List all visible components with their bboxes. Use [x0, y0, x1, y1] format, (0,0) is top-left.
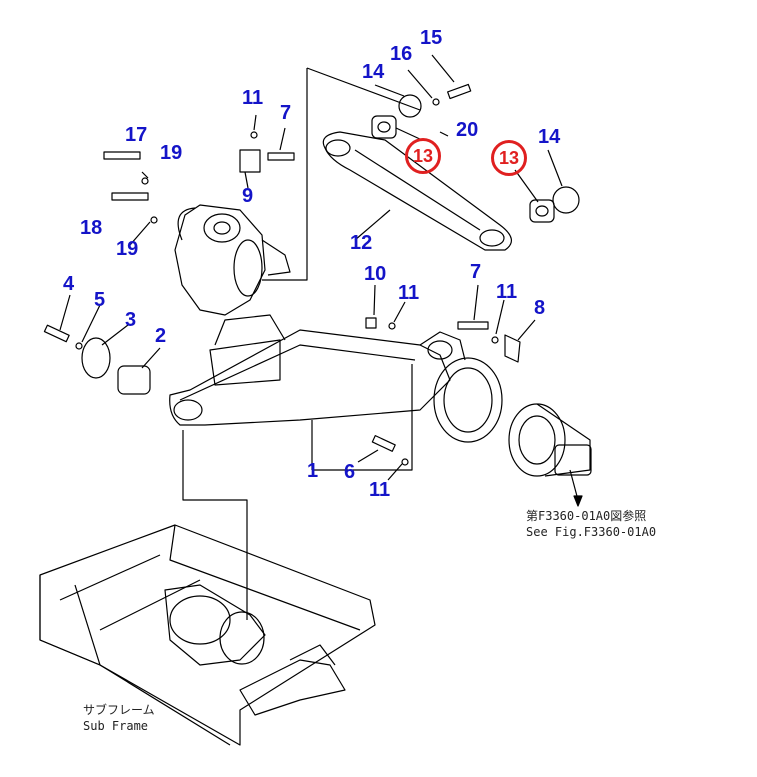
callout-1: 1 — [307, 460, 319, 482]
callout-11-top: 11 — [242, 87, 264, 109]
callout-13-right-highlight: 13 — [491, 140, 527, 176]
callout-6: 6 — [344, 461, 356, 483]
bushing-right — [529, 199, 555, 223]
callout-5: 5 — [94, 289, 106, 311]
plate-14a — [398, 94, 422, 118]
callout-11-bottom: 11 — [369, 479, 391, 501]
callout-7-right: 7 — [470, 261, 482, 283]
callout-7-top: 7 — [280, 102, 292, 124]
callout-14-left: 14 — [362, 61, 385, 83]
bushing-left — [371, 115, 397, 139]
callout-16: 16 — [390, 43, 413, 65]
plate-14b — [552, 186, 580, 214]
reference-note-english: See Fig.F3360-01A0 — [526, 525, 657, 539]
callout-4: 4 — [63, 273, 75, 295]
callout-12: 12 — [350, 232, 373, 254]
sub-frame — [39, 524, 376, 746]
callout-10: 10 — [364, 263, 387, 285]
link-arm — [322, 131, 512, 251]
callout-19-bottom: 19 — [116, 238, 139, 260]
callout-15: 15 — [420, 27, 443, 49]
right-boss — [419, 331, 503, 443]
subframe-label-japanese: サブフレーム — [83, 703, 155, 717]
final-drive — [508, 403, 592, 507]
callout-3: 3 — [125, 309, 137, 331]
callout-2: 2 — [155, 325, 167, 347]
callout-13-left-highlight: 13 — [405, 138, 441, 174]
callout-18: 18 — [80, 217, 103, 239]
frame-line-top — [262, 68, 308, 281]
callout-19-top: 19 — [160, 142, 183, 164]
callout-20: 20 — [456, 119, 479, 141]
callout-11-mid: 11 — [398, 282, 420, 304]
callout-17: 17 — [125, 124, 148, 146]
callout-11-right: 11 — [496, 281, 518, 303]
subframe-label-english: Sub Frame — [83, 719, 149, 733]
pivot-bracket — [174, 204, 291, 316]
callout-8: 8 — [534, 297, 546, 319]
reference-note-japanese: 第F3360-01A0図参照 — [526, 509, 647, 523]
axle-beam — [169, 314, 451, 426]
callout-14-right: 14 — [538, 126, 561, 148]
callout-9: 9 — [242, 185, 254, 207]
